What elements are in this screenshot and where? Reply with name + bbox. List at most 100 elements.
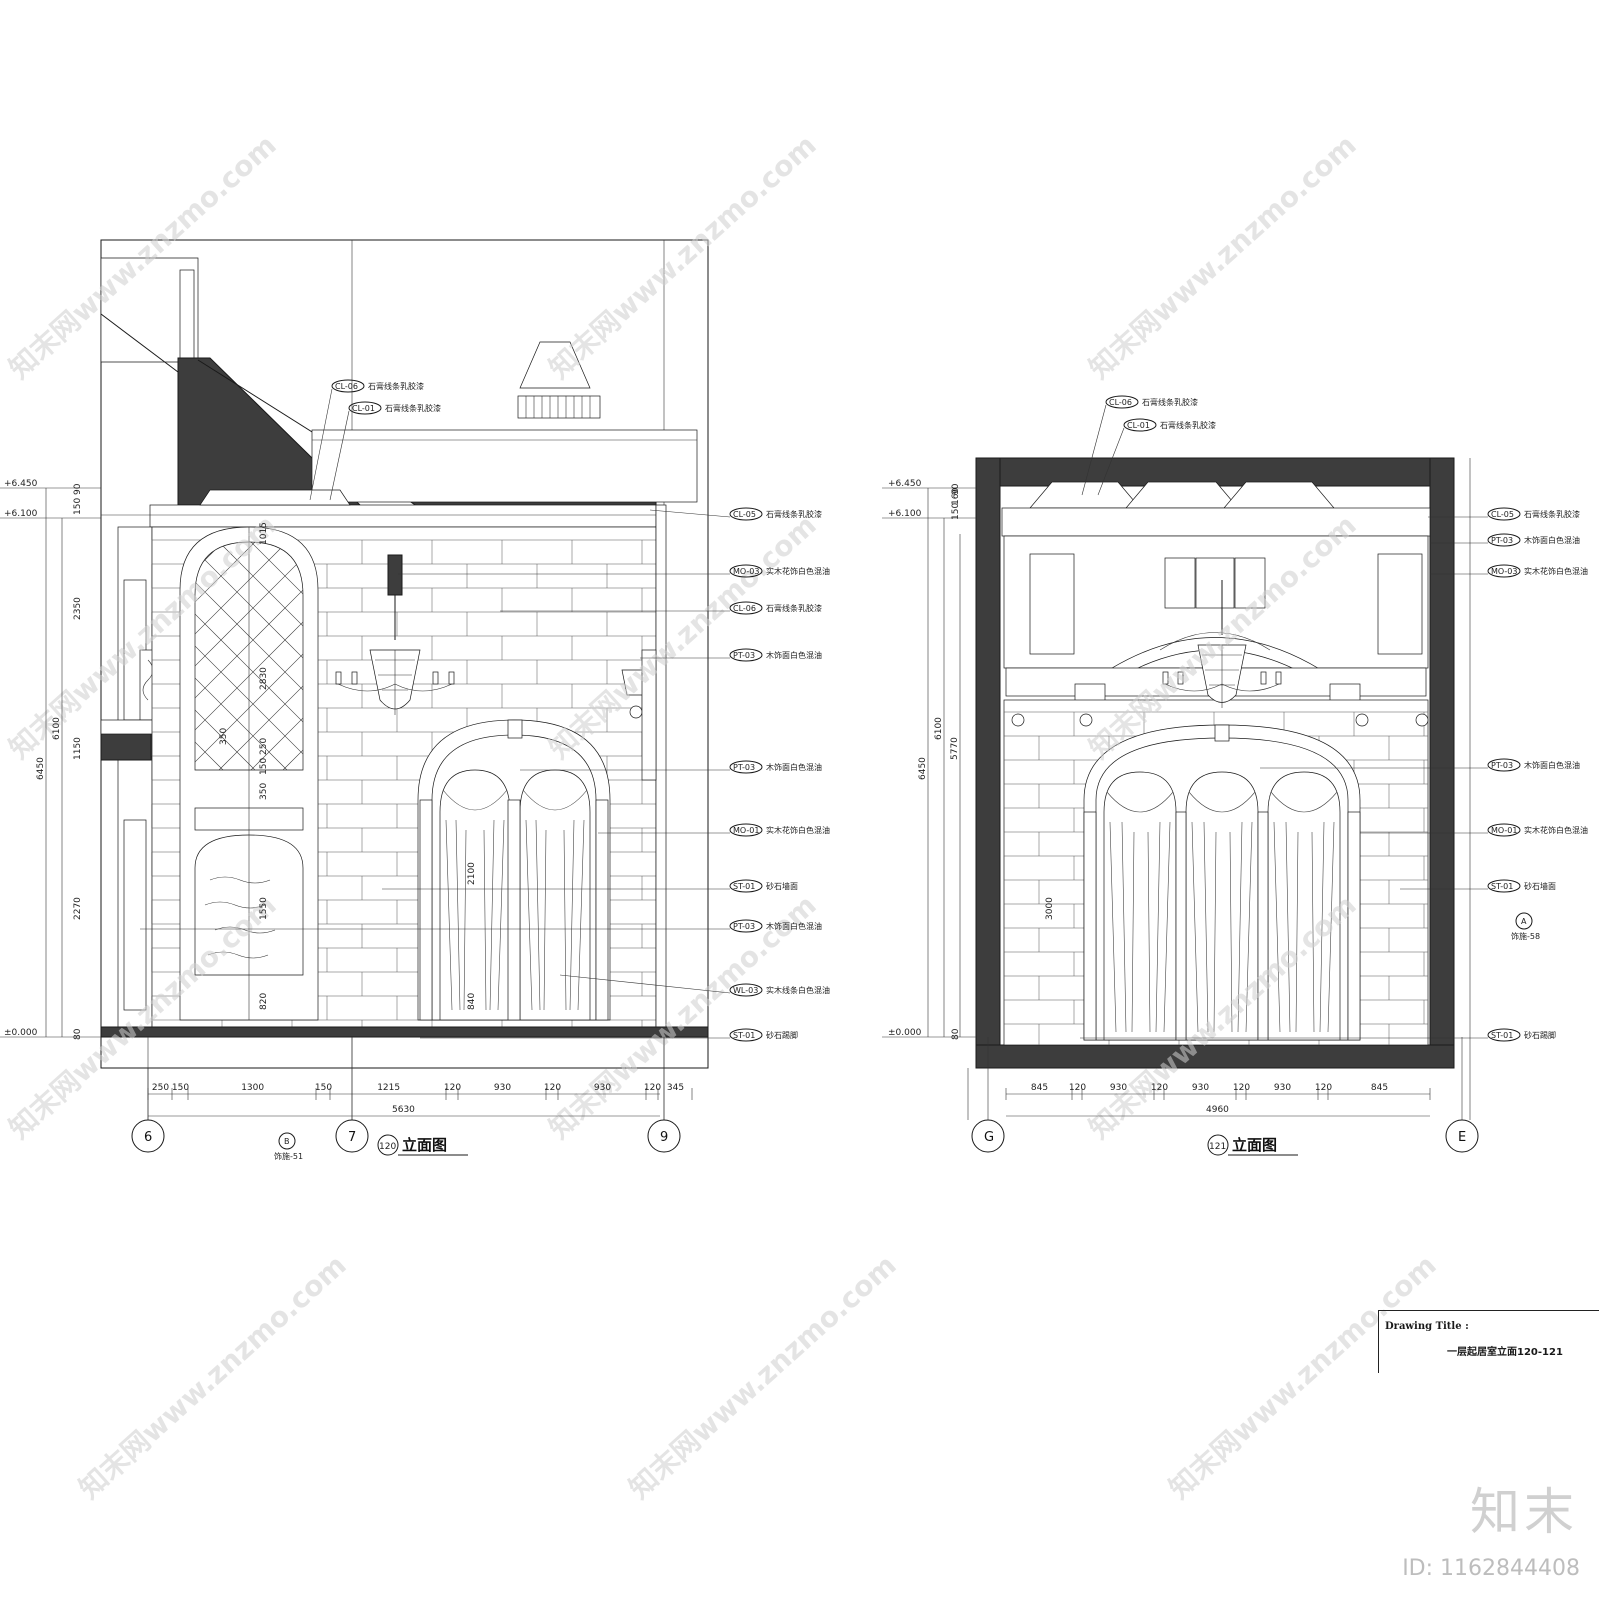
width-dimension: 345 (667, 1083, 684, 1093)
level-label: +6.100 (888, 509, 922, 519)
annotation-layer: +6.450+6.100±0.0006450610023501150227080… (0, 379, 1588, 1161)
callout-text: 砂石墙面 (1524, 881, 1556, 891)
inner-dimension: 1015 (259, 522, 269, 545)
elevation-right (967, 457, 1471, 1120)
height-dimension: 90 (951, 483, 961, 495)
height-dimension: 350 (219, 728, 229, 745)
width-dimension: 120 (1069, 1083, 1086, 1093)
level-label: +6.450 (4, 479, 38, 489)
callout-code: CL-01 (352, 404, 375, 413)
grid-axis-label: 6 (144, 1130, 152, 1145)
height-dimension: 2350 (73, 597, 83, 620)
callout-text: 实木线条白色混油 (766, 985, 830, 995)
callout-text: 砂石踢脚 (766, 1030, 798, 1040)
callout-text: 石膏线条乳胶漆 (1160, 420, 1216, 430)
grid-axis-label: 7 (348, 1130, 356, 1145)
callout-code: CL-05 (733, 510, 756, 519)
level-label: +6.100 (4, 509, 38, 519)
width-dimension: 930 (494, 1083, 511, 1093)
watermark-text: 知末网www.znzmo.com (1083, 128, 1363, 385)
callout-code: PT-03 (733, 763, 755, 772)
callout-code: PT-03 (733, 922, 755, 931)
callout-text: 石膏线条乳胶漆 (766, 509, 822, 519)
callout-text: 木饰面白色混油 (1524, 535, 1580, 545)
brand-logo: 知末 (1470, 1483, 1578, 1541)
inner-dimension: 2100 (467, 862, 477, 885)
grid-bubble (335, 1119, 369, 1153)
detail-ref-text: 饰施-51 (274, 1151, 303, 1161)
view-number-bubble (1207, 1134, 1229, 1156)
callout-code: CL-06 (733, 604, 756, 613)
height-dimension: 160 (951, 488, 961, 505)
material-callout: PT-03 木饰面白色混油 (640, 648, 822, 662)
watermark-text: 知末网www.znzmo.com (623, 1248, 903, 1505)
height-dimension: 6100 (934, 717, 944, 740)
title-block-value: 一层起居室立面120-121 (1447, 1347, 1563, 1358)
callout-text: 木饰面白色混油 (1524, 760, 1580, 770)
watermark-text: 知末网www.znzmo.com (1163, 1248, 1443, 1505)
left-frame (100, 239, 709, 1069)
grid-axis-label: G (984, 1130, 994, 1145)
callout-code: MO-01 (733, 826, 760, 835)
inner-dimension: 840 (467, 993, 477, 1010)
callout-code: PT-03 (1491, 761, 1513, 770)
callout-text: 木饰面白色混油 (766, 650, 822, 660)
inner-dimension: 820 (259, 993, 269, 1010)
watermark-text: 知末网www.znzmo.com (543, 128, 823, 385)
height-dimension: 2270 (73, 897, 83, 920)
material-callout: CL-01 石膏线条乳胶漆 (329, 401, 441, 501)
width-dimension: 150 (172, 1083, 189, 1093)
height-dimension: 150 (73, 498, 83, 515)
grid-bubble (647, 1119, 681, 1153)
callout-text: 石膏线条乳胶漆 (766, 603, 822, 613)
detail-ref-text: 饰施-58 (1511, 931, 1540, 941)
callout-code: CL-06 (1109, 398, 1132, 407)
right-arched-window (1083, 724, 1361, 1041)
material-callout: CL-05 石膏线条乳胶漆 (649, 507, 822, 521)
total-width: 5630 (392, 1105, 415, 1115)
material-callout: CL-06 石膏线条乳胶漆 (1081, 395, 1198, 496)
width-dimension: 845 (1031, 1083, 1048, 1093)
callout-code: ST-01 (1491, 882, 1513, 891)
width-dimension: 120 (444, 1083, 461, 1093)
callout-code: MO-03 (1491, 567, 1518, 576)
width-dimension: 120 (1151, 1083, 1168, 1093)
height-dimension: 150 (951, 503, 961, 520)
callout-text: 石膏线条乳胶漆 (1142, 397, 1198, 407)
total-width: 4960 (1206, 1105, 1229, 1115)
material-callout: PT-03 木饰面白色混油 (1260, 758, 1580, 772)
material-callout: CL-06 石膏线条乳胶漆 (500, 601, 822, 615)
view-title: 立面图 (1232, 1136, 1277, 1154)
left-chandelier (335, 554, 455, 715)
callout-code: ST-01 (733, 882, 755, 891)
height-dimension: 6100 (52, 717, 62, 740)
image-id: ID: 1162844408 (1402, 1556, 1580, 1581)
view-number-bubble (377, 1134, 399, 1156)
width-dimension: 250 (152, 1083, 169, 1093)
callout-code: ST-01 (1491, 1031, 1513, 1040)
left-floor (100, 1026, 709, 1038)
detail-ref-letter: A (1521, 917, 1527, 926)
callout-text: 石膏线条乳胶漆 (385, 403, 441, 413)
callout-text: 实木花饰白色混油 (766, 825, 830, 835)
width-dimension: 930 (1110, 1083, 1127, 1093)
callout-code: PT-03 (733, 651, 755, 660)
width-dimension: 930 (594, 1083, 611, 1093)
title-block: Drawing Title : 一层起居室立面120-121 (1378, 1310, 1599, 1373)
width-dimension: 120 (1233, 1083, 1250, 1093)
height-dimension: 5770 (950, 737, 960, 760)
callout-text: 砂石踢脚 (1524, 1030, 1556, 1040)
watermark-text: 知末网www.znzmo.com (73, 1248, 353, 1505)
width-dimension: 120 (644, 1083, 661, 1093)
height-dimension: 80 (73, 1028, 83, 1040)
detail-ref-bubble (1515, 912, 1533, 930)
grid-bubble (131, 1119, 165, 1153)
callout-code: CL-06 (335, 382, 358, 391)
